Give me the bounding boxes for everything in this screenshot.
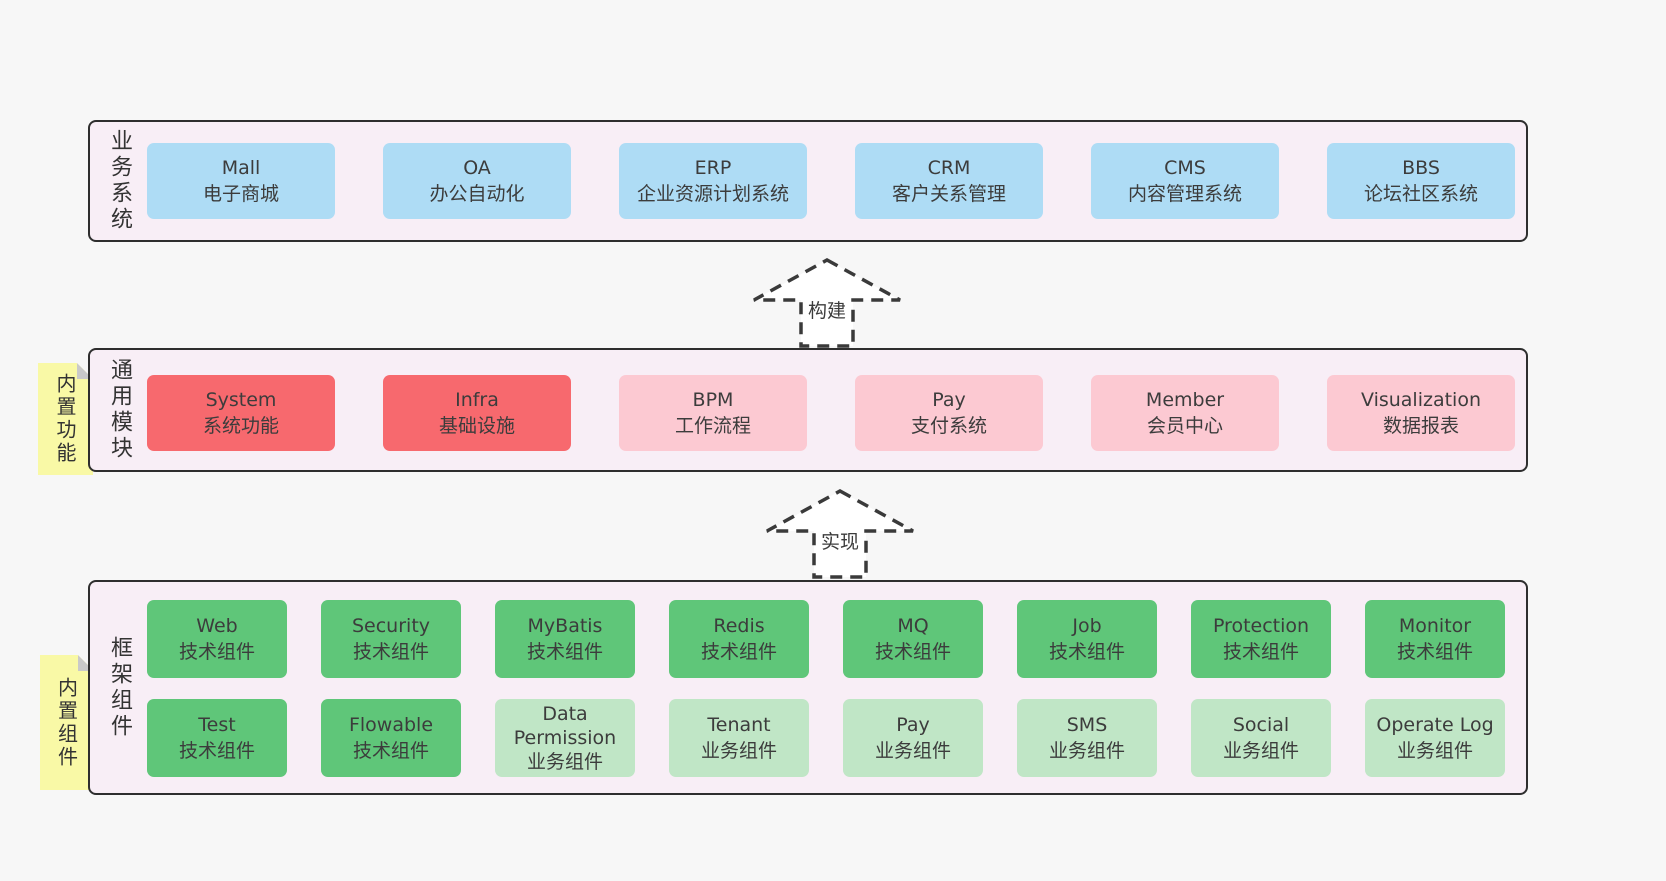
box-title: Job — [1072, 614, 1102, 637]
box-subtitle: 技术组件 — [700, 641, 777, 663]
box-title: SMS — [1066, 713, 1108, 736]
diagram-box-bbs: BBS 论坛社区系统 — [1327, 143, 1515, 219]
box-subtitle: 内容管理系统 — [1127, 183, 1242, 205]
diagram-box-pay-system: Pay 支付系统 — [855, 375, 1043, 451]
box-title: CRM — [927, 156, 971, 179]
box-subtitle: 技术组件 — [352, 740, 429, 762]
box-subtitle: 技术组件 — [874, 641, 951, 663]
box-subtitle: 业务组件 — [1222, 740, 1299, 762]
diagram-box-pay-component: Pay 业务组件 — [843, 699, 983, 777]
sticky-note-built-in-components: 内置组件 — [40, 655, 94, 790]
box-title: BBS — [1402, 156, 1440, 179]
diagram-box-social: Social 业务组件 — [1191, 699, 1331, 777]
arrow-label: 实现 — [818, 527, 862, 554]
box-title: Monitor — [1398, 614, 1472, 637]
box-title: Security — [351, 614, 431, 637]
diagram-box-monitor: Monitor 技术组件 — [1365, 600, 1505, 678]
diagram-box-test: Test 技术组件 — [147, 699, 287, 777]
diagram-box-system: System 系统功能 — [147, 375, 335, 451]
box-title: Operate Log — [1376, 713, 1494, 736]
box-title: OA — [463, 156, 491, 179]
sticky-note-text: 内置功能 — [53, 373, 77, 465]
diagram-box-erp: ERP 企业资源计划系统 — [619, 143, 807, 219]
diagram-box-security: Security 技术组件 — [321, 600, 461, 678]
box-title: Test — [198, 713, 236, 736]
box-subtitle: 数据报表 — [1382, 415, 1459, 437]
box-subtitle: 技术组件 — [178, 740, 255, 762]
box-subtitle: 客户关系管理 — [891, 183, 1006, 205]
box-title: MQ — [897, 614, 929, 637]
box-subtitle: 业务组件 — [526, 751, 603, 774]
diagram-box-mall: Mall 电子商城 — [147, 143, 335, 219]
diagram-box-cms: CMS 内容管理系统 — [1091, 143, 1279, 219]
diagram-box-job: Job 技术组件 — [1017, 600, 1157, 678]
box-title: Infra — [455, 388, 499, 411]
box-subtitle: 基础设施 — [438, 415, 515, 437]
box-subtitle: 技术组件 — [1222, 641, 1299, 663]
diagram-box-mq: MQ 技术组件 — [843, 600, 983, 678]
box-subtitle: 技术组件 — [352, 641, 429, 663]
box-subtitle: 论坛社区系统 — [1363, 183, 1478, 205]
diagram-box-member: Member 会员中心 — [1091, 375, 1279, 451]
box-title: Flowable — [348, 713, 434, 736]
box-subtitle: 业务组件 — [1396, 740, 1473, 762]
diagram-box-data-permission: Data Permission 业务组件 — [495, 699, 635, 777]
diagram-box-tenant: Tenant 业务组件 — [669, 699, 809, 777]
box-subtitle: 技术组件 — [526, 641, 603, 663]
layer-label-business-systems: 业务系统 — [107, 129, 132, 233]
diagram-box-web: Web 技术组件 — [147, 600, 287, 678]
diagram-box-oa: OA 办公自动化 — [383, 143, 571, 219]
layer-label-common-modules: 通用模块 — [107, 358, 132, 462]
box-subtitle: 系统功能 — [202, 415, 279, 437]
diagram-box-visualization: Visualization 数据报表 — [1327, 375, 1515, 451]
business-systems-layer: 业务系统 Mall 电子商城 OA 办公自动化 ERP 企业资源计划系统 CRM… — [88, 120, 1528, 242]
box-subtitle: 办公自动化 — [429, 183, 525, 205]
box-title: Data Permission — [513, 702, 617, 749]
framework-components-layer: 框架组件 Web 技术组件 Security 技术组件 MyBatis 技术组件… — [88, 580, 1528, 795]
box-subtitle: 电子商城 — [202, 183, 279, 205]
box-subtitle: 业务组件 — [874, 740, 951, 762]
box-title: ERP — [694, 156, 732, 179]
diagram-box-infra: Infra 基础设施 — [383, 375, 571, 451]
diagram-box-bpm: BPM 工作流程 — [619, 375, 807, 451]
diagram-box-protection: Protection 技术组件 — [1191, 600, 1331, 678]
arrow-label: 构建 — [805, 296, 849, 323]
box-title: Pay — [932, 388, 966, 411]
box-title: Protection — [1212, 614, 1310, 637]
arrow-build: 构建 — [747, 256, 907, 350]
diagram-box-mybatis: MyBatis 技术组件 — [495, 600, 635, 678]
layer-label-framework-components: 框架组件 — [107, 635, 132, 740]
box-subtitle: 技术组件 — [1396, 641, 1473, 663]
box-subtitle: 企业资源计划系统 — [636, 183, 789, 205]
box-title: Visualization — [1360, 388, 1481, 411]
box-subtitle: 技术组件 — [1048, 641, 1125, 663]
box-subtitle: 会员中心 — [1146, 415, 1223, 437]
box-title: Mall — [221, 156, 261, 179]
box-title: Pay — [896, 713, 930, 736]
box-title: Member — [1145, 388, 1225, 411]
diagram-box-operate-log: Operate Log 业务组件 — [1365, 699, 1505, 777]
box-subtitle: 支付系统 — [910, 415, 987, 437]
diagram-box-redis: Redis 技术组件 — [669, 600, 809, 678]
box-title: Redis — [713, 614, 765, 637]
box-title: Social — [1232, 713, 1290, 736]
box-title: System — [205, 388, 277, 411]
diagram-box-sms: SMS 业务组件 — [1017, 699, 1157, 777]
common-modules-layer: 通用模块 System 系统功能 Infra 基础设施 BPM 工作流程 Pay… — [88, 348, 1528, 472]
box-subtitle: 技术组件 — [178, 641, 255, 663]
arrow-implement: 实现 — [760, 487, 920, 581]
box-title: MyBatis — [527, 614, 603, 637]
sticky-note-text: 内置组件 — [54, 676, 79, 769]
diagram-box-crm: CRM 客户关系管理 — [855, 143, 1043, 219]
box-subtitle: 工作流程 — [674, 415, 751, 437]
box-subtitle: 业务组件 — [1048, 740, 1125, 762]
box-title: CMS — [1164, 156, 1206, 179]
box-subtitle: 业务组件 — [700, 740, 777, 762]
diagram-box-flowable: Flowable 技术组件 — [321, 699, 461, 777]
box-title: Tenant — [707, 713, 771, 736]
sticky-note-built-in-functions: 内置功能 — [38, 363, 93, 475]
box-title: BPM — [692, 388, 734, 411]
box-title: Web — [196, 614, 238, 637]
